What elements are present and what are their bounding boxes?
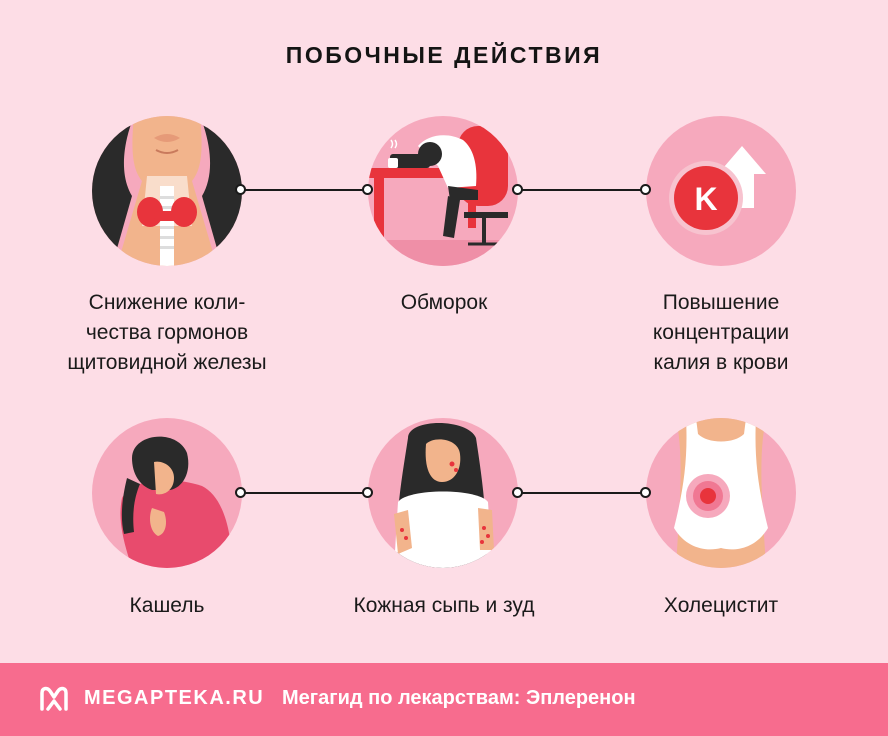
connector-line bbox=[518, 189, 646, 191]
connector-dot bbox=[362, 184, 373, 195]
connector-line bbox=[518, 492, 646, 494]
cholecystitis-icon bbox=[674, 418, 768, 568]
label-line: концентрации bbox=[652, 321, 790, 344]
label-cholecystitis: Холецистит bbox=[581, 591, 861, 621]
label-thyroid: Снижение коли- чества гормонов щитовидно… bbox=[27, 288, 307, 378]
megapteka-logo-text[interactable]: MEGAPTEKA.RU bbox=[84, 687, 265, 709]
potassium-badge: K bbox=[694, 181, 717, 217]
fainting-illustration bbox=[368, 116, 518, 266]
thyroid-illustration bbox=[92, 116, 242, 266]
connector-dot bbox=[512, 184, 523, 195]
cholecystitis-illustration bbox=[646, 418, 796, 568]
label-line: Повышение bbox=[662, 291, 780, 314]
label-line: чества гормонов bbox=[85, 321, 249, 344]
thyroid-icon bbox=[92, 116, 242, 266]
connector-dot bbox=[362, 487, 373, 498]
label-potassium: Повышение концентрации калия в крови bbox=[581, 288, 861, 378]
connector-dot bbox=[640, 184, 651, 195]
connector-dot bbox=[512, 487, 523, 498]
connector-dot bbox=[640, 487, 651, 498]
fainting-icon bbox=[368, 126, 518, 266]
connector-line bbox=[241, 492, 368, 494]
label-line: калия в крови bbox=[653, 351, 789, 374]
label-line: Холецистит bbox=[663, 594, 779, 617]
footer-tagline: Мегагид по лекарствам: Эплеренон bbox=[282, 687, 636, 709]
connector-line bbox=[241, 189, 368, 191]
page-title: ПОБОЧНЫЕ ДЕЙСТВИЯ bbox=[285, 42, 603, 68]
footer-bar: MEGAPTEKA.RU Мегагид по лекарствам: Эпле… bbox=[0, 663, 888, 736]
connector-dot bbox=[235, 487, 246, 498]
rash-icon bbox=[394, 423, 494, 568]
label-line: Снижение коли- bbox=[88, 291, 246, 314]
label-cough: Кашель bbox=[27, 591, 307, 621]
potassium-illustration: K bbox=[646, 116, 796, 266]
label-line: Обморок bbox=[400, 291, 488, 314]
potassium-icon: K bbox=[669, 146, 766, 235]
label-line: щитовидной железы bbox=[67, 351, 267, 374]
megapteka-logo-icon[interactable] bbox=[38, 685, 70, 713]
rash-illustration bbox=[368, 418, 518, 568]
cough-illustration bbox=[92, 418, 242, 568]
label-fainting: Обморок bbox=[304, 288, 584, 318]
label-line: Кожная сыпь и зуд bbox=[353, 594, 535, 617]
cough-icon bbox=[120, 436, 232, 568]
label-line: Кашель bbox=[129, 594, 205, 617]
label-rash: Кожная сыпь и зуд bbox=[304, 591, 584, 621]
connector-dot bbox=[235, 184, 246, 195]
